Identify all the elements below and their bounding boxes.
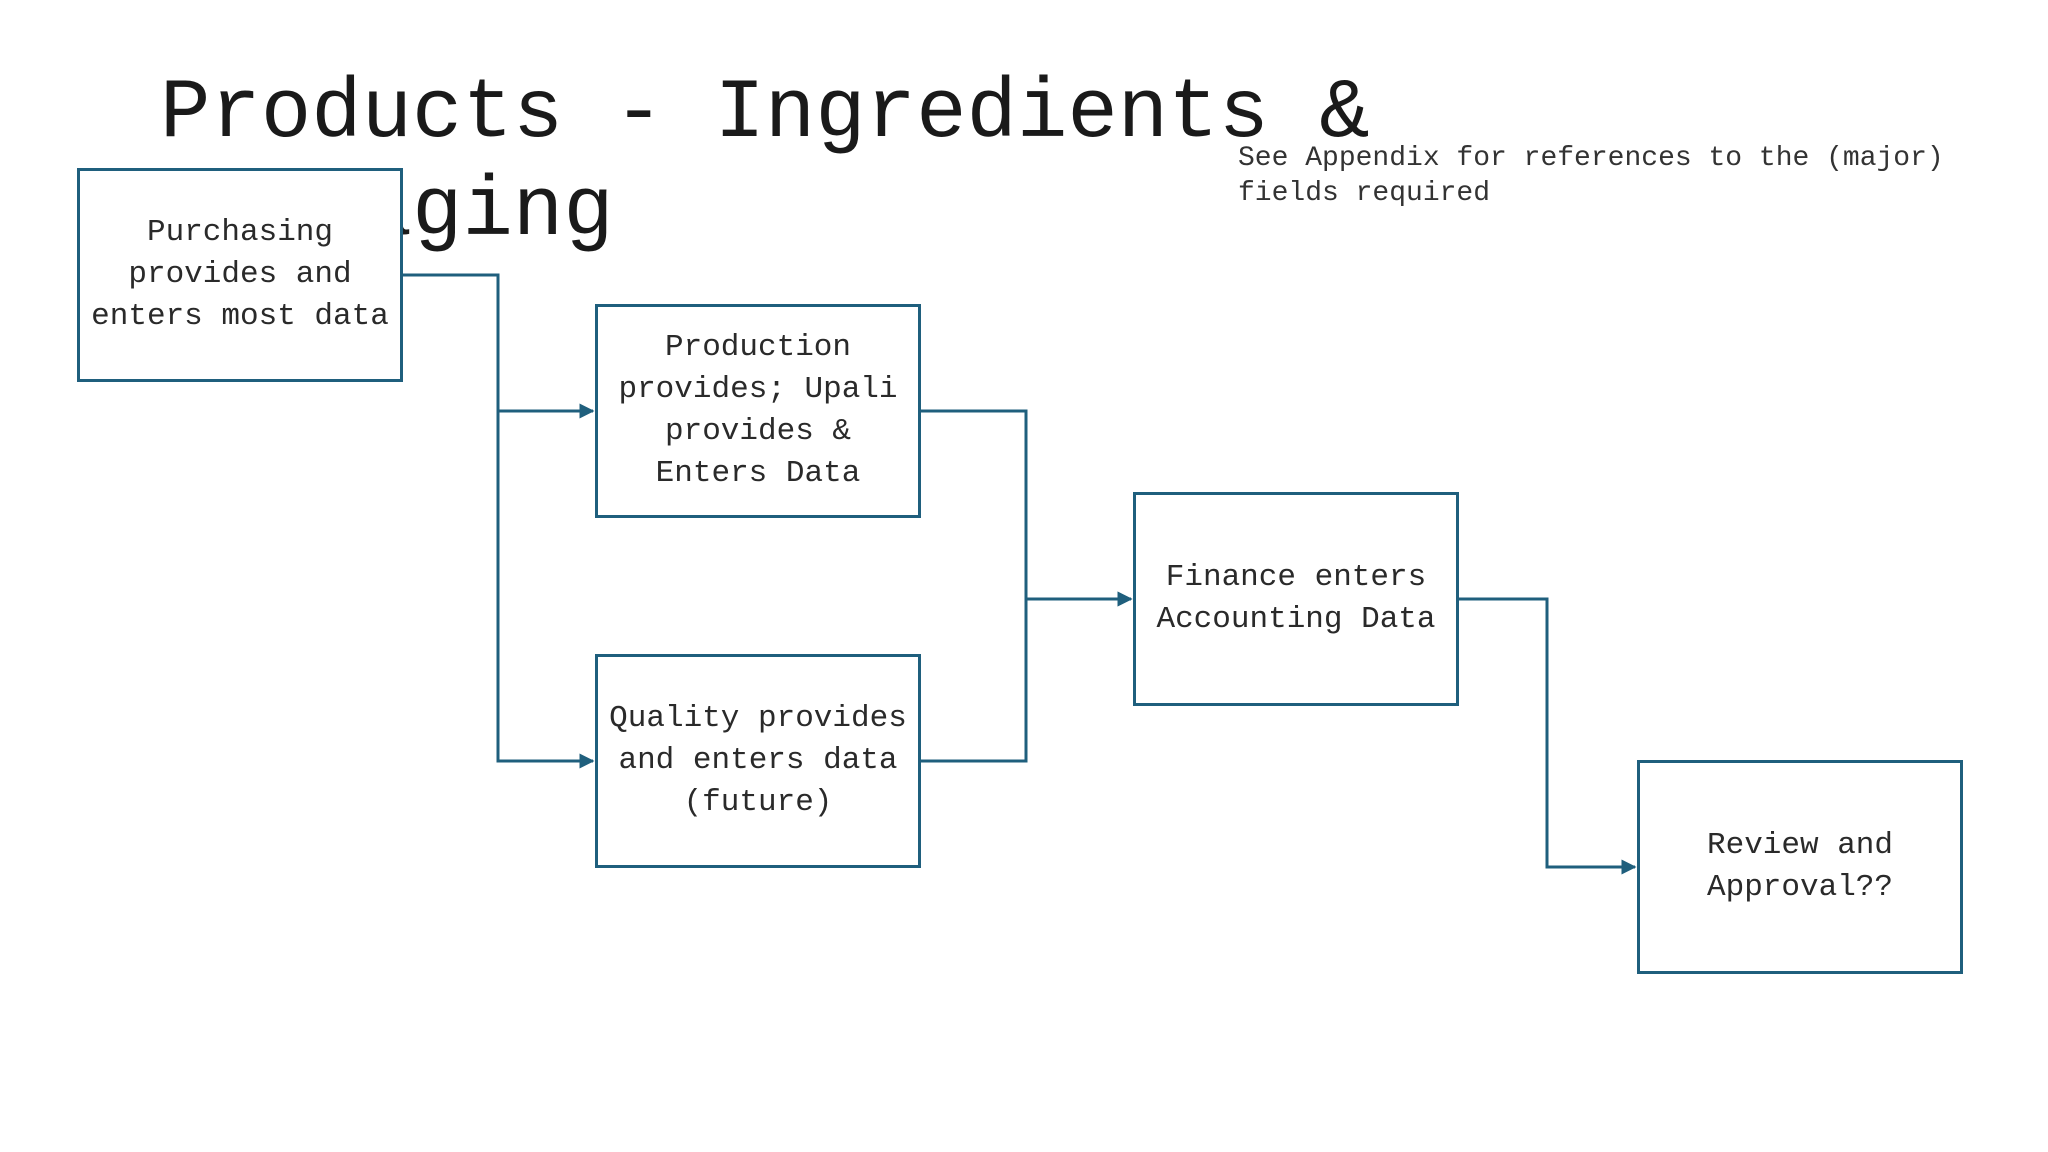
node-purchasing-label: Purchasing provides and enters most data xyxy=(91,215,389,334)
node-quality: Quality provides and enters data (future… xyxy=(595,654,921,868)
node-quality-label: Quality provides and enters data (future… xyxy=(609,701,907,820)
appendix-note: See Appendix for references to the (majo… xyxy=(1238,143,1944,209)
node-production: Production provides; Upali provides & En… xyxy=(595,304,921,518)
connector-finance-to-review xyxy=(1459,597,1637,875)
node-finance-label: Finance enters Accounting Data xyxy=(1156,560,1436,637)
node-finance: Finance enters Accounting Data xyxy=(1133,492,1459,706)
connector-production-to-finance xyxy=(921,409,1133,607)
connector-quality-to-finance xyxy=(921,591,1133,763)
node-review: Review and Approval?? xyxy=(1637,760,1963,974)
node-production-label: Production provides; Upali provides & En… xyxy=(618,330,898,491)
node-purchasing: Purchasing provides and enters most data xyxy=(77,168,403,382)
connector-purchasing-to-quality xyxy=(403,273,595,769)
node-review-label: Review and Approval?? xyxy=(1706,828,1894,905)
